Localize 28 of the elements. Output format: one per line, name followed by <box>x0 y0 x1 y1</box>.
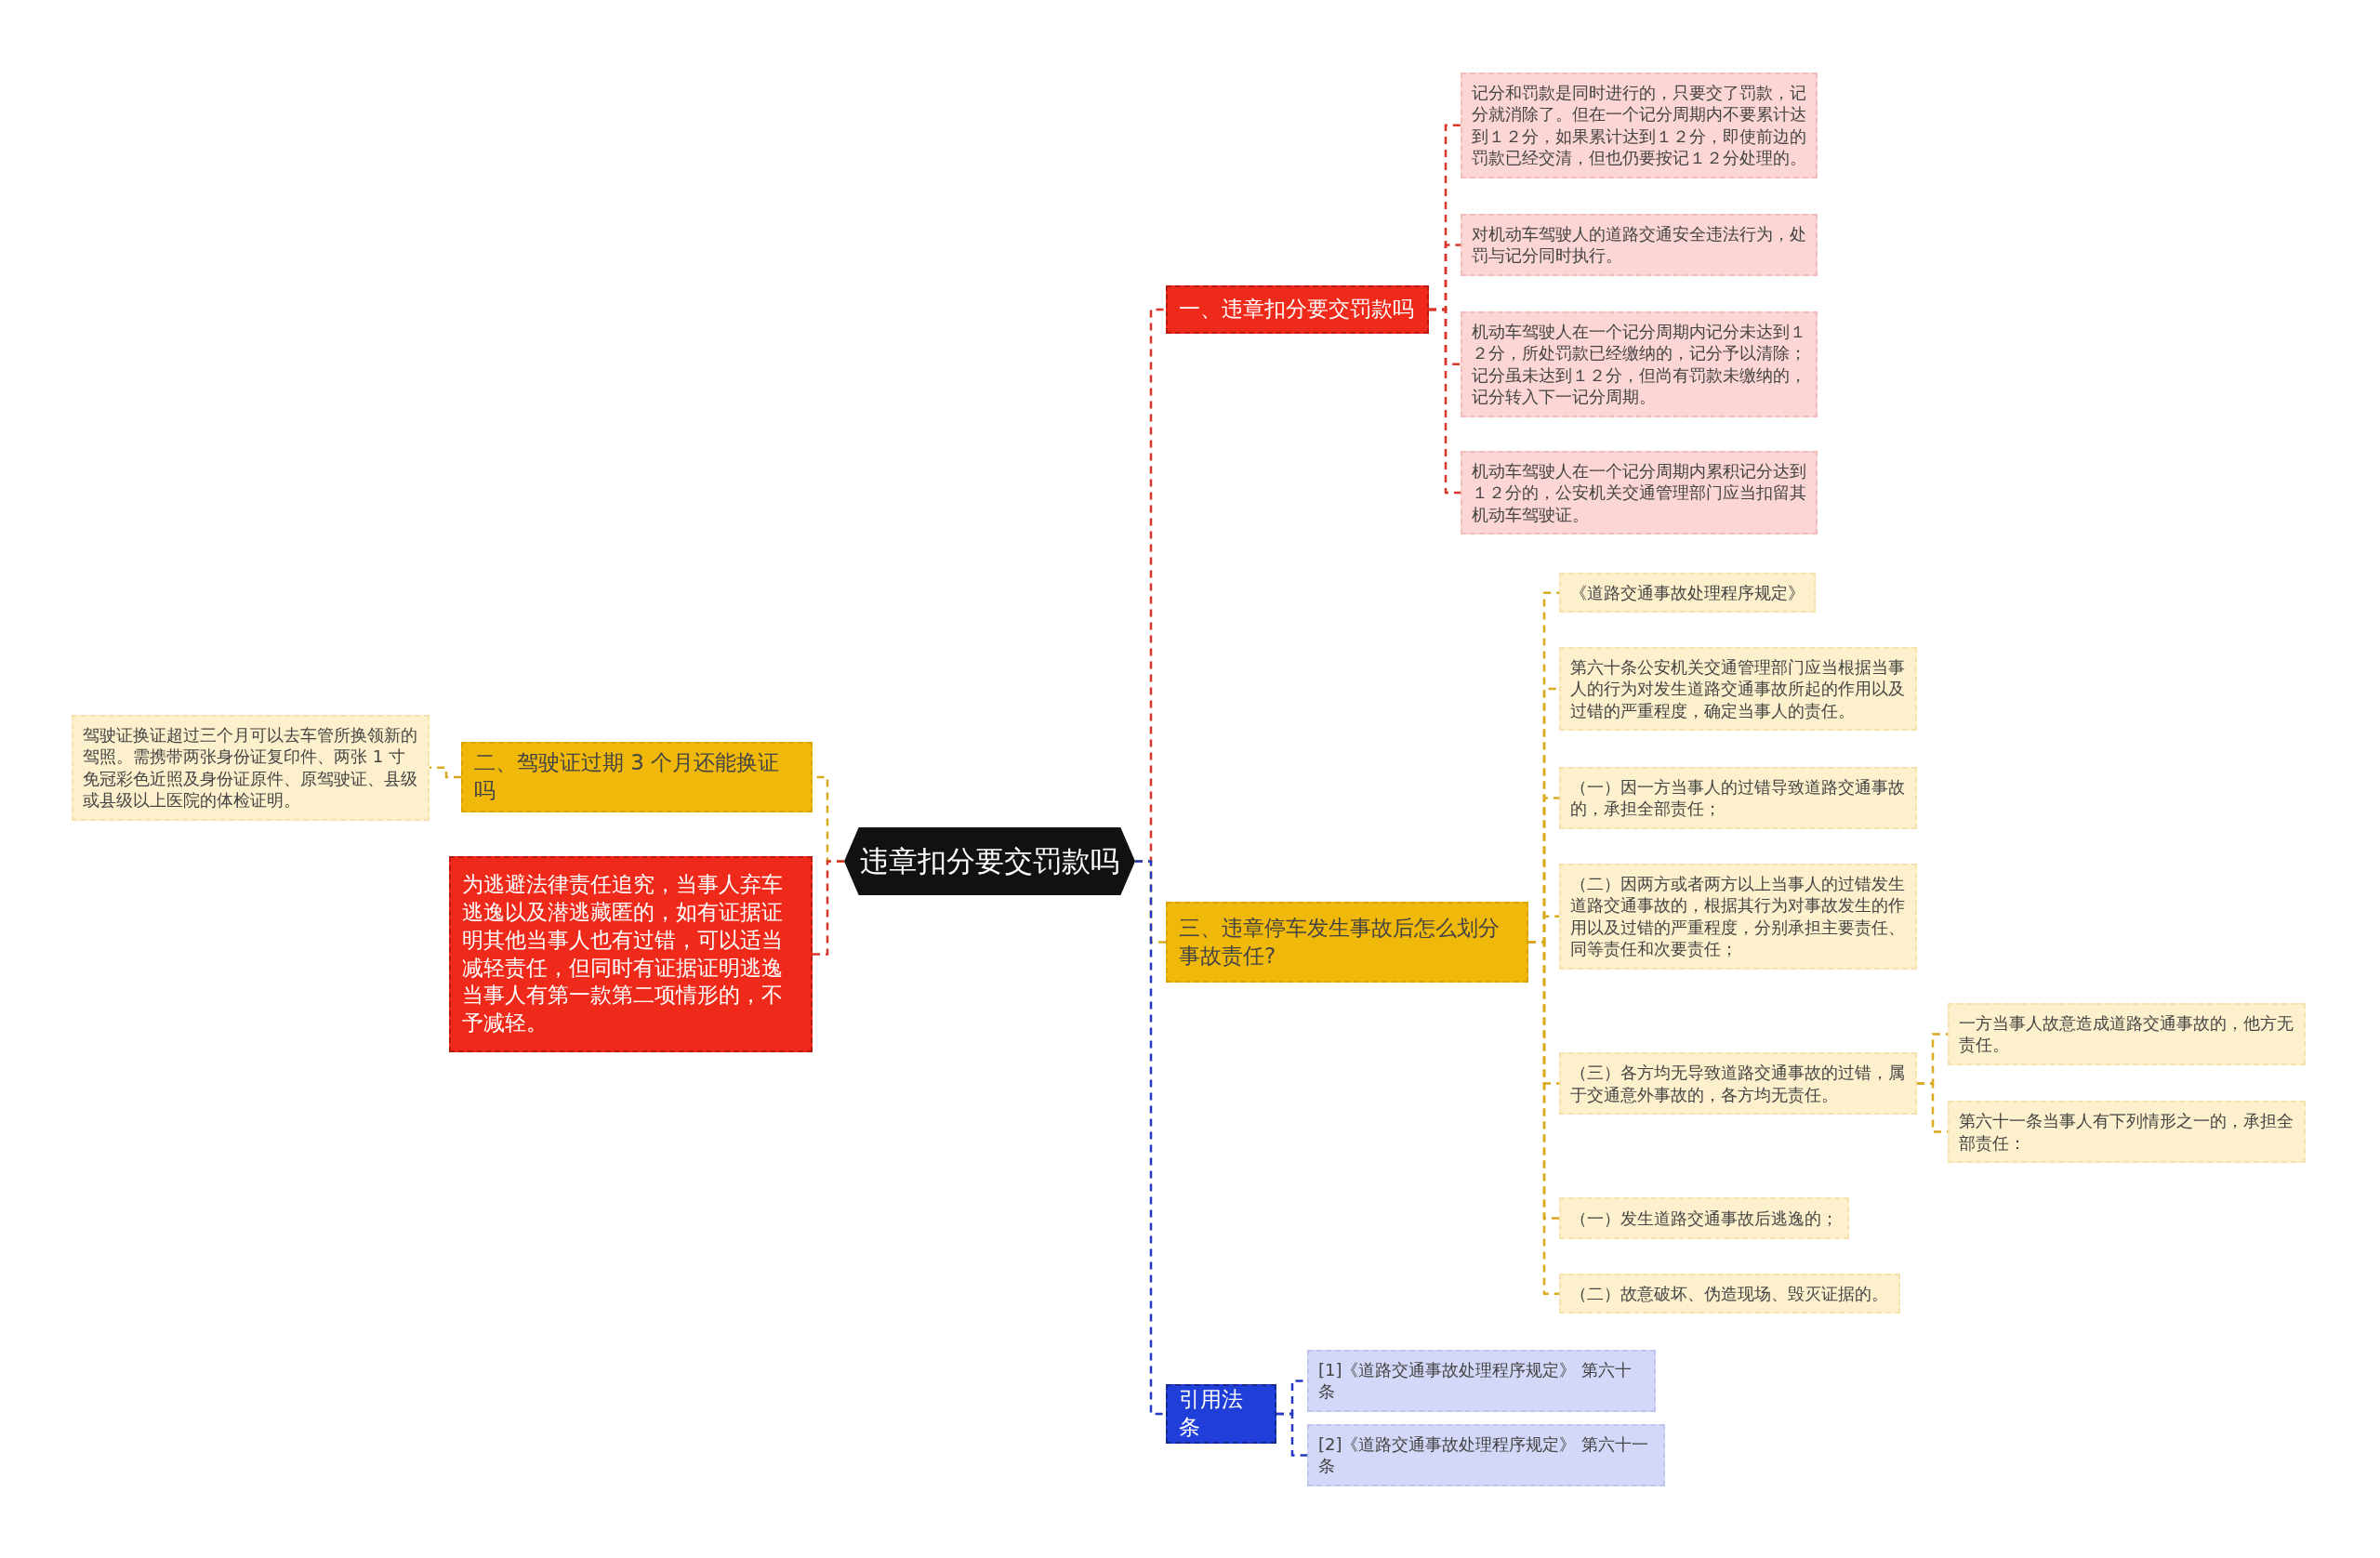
note-box: 《道路交通事故处理程序规定》 <box>1559 573 1816 614</box>
note-box: 一方当事人故意造成道路交通事故的，他方无责任。 <box>1948 1003 2306 1065</box>
connector-line <box>1429 308 1461 495</box>
branch-topic: 三、违章停车发生事故后怎么划分事故责任? <box>1166 902 1528 983</box>
note-box: 第六十条公安机关交通管理部门应当根据当事人的行为对发生道路交通事故所起的作用以及过错的严重程度，确定当事人的责任。 <box>1559 647 1917 732</box>
branch-topic: 引用法条 <box>1166 1384 1276 1444</box>
note-box: （一）因一方当事人的过错导致道路交通事故的，承担全部责任； <box>1559 767 1917 829</box>
note-box: 对机动车驾驶人的道路交通安全违法行为，处罚与记分同时执行。 <box>1461 214 1818 276</box>
note-box: 第六十一条当事人有下列情形之一的，承担全部责任： <box>1948 1101 2306 1163</box>
connector-line <box>1528 941 1559 1295</box>
branch-topic: 二、驾驶证过期 3 个月还能换证吗 <box>461 742 813 812</box>
branch-topic: 一、违章扣分要交罚款吗 <box>1166 285 1429 334</box>
central-topic: 违章扣分要交罚款吗 <box>844 827 1135 895</box>
note-box: 驾驶证换证超过三个月可以去车管所换领新的驾照。需携带两张身份证复印件、两张 1 寸免冠彩色近照及身份证原件、原驾驶证、县级或县级以上医院的体检证明。 <box>72 715 430 821</box>
note-box: 机动车驾驶人在一个记分周期内累积记分达到１２分的，公安机关交通管理部门应当扣留其机动车驾驶证。 <box>1461 451 1818 535</box>
note-box: 记分和罚款是同时进行的，只要交了罚款，记分就消除了。但在一个记分周期内不要累计达到１２分，如果累计达到１２分，即使前边的罚款已经交清，但也仍要按记１２分处理的。 <box>1461 73 1818 178</box>
note-box: 机动车驾驶人在一个记分周期内记分未达到１２分，所处罚款已经缴纳的，记分予以清除；记分虽未达到１２分，但尚有罚款未缴纳的，记分转入下一记分周期。 <box>1461 311 1818 417</box>
note-box: [2]《道路交通事故处理程序规定》 第六十一条 <box>1307 1424 1665 1486</box>
note-box: （二）故意破坏、伪造现场、毁灭证据的。 <box>1559 1274 1900 1314</box>
connector-line <box>813 860 844 956</box>
connector-line <box>430 766 461 779</box>
connector-line <box>1135 860 1166 1416</box>
note-box: 为逃避法律责任追究，当事人弃车逃逸以及潜逃藏匿的，如有证据证明其他当事人也有过错，可以适当减轻责任，但同时有证据证明逃逸当事人有第一款第二项情形的，不予减轻。 <box>449 856 813 1052</box>
note-box: （一）发生道路交通事故后逃逸的； <box>1559 1197 1849 1239</box>
note-box: （三）各方均无导致道路交通事故的过错，属于交通意外事故的，各方均无责任。 <box>1559 1052 1917 1115</box>
connector-line <box>1276 1412 1307 1457</box>
note-box: （二）因两方或者两方以上当事人的过错发生道路交通事故的，根据其行为对事故发生的作用以及过错的严重程度，分别承担主要责任、同等责任和次要责任； <box>1559 864 1917 970</box>
note-box: [1]《道路交通事故处理程序规定》 第六十条 <box>1307 1350 1656 1412</box>
